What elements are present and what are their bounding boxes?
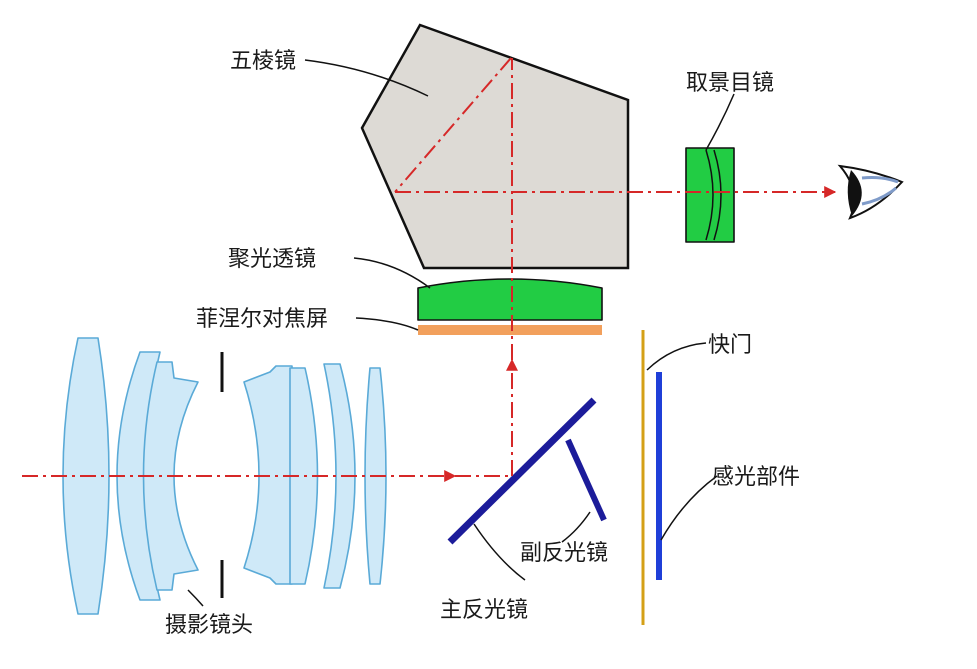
leader-lines — [187, 59, 735, 607]
label-main-mirror: 主反光镜 — [440, 598, 528, 623]
eye-icon — [837, 164, 904, 220]
fresnel-screen — [418, 325, 602, 335]
optical-axis — [22, 58, 837, 482]
main-mirror — [447, 397, 597, 545]
label-eyepiece: 取景目镜 — [686, 71, 774, 96]
eyepiece-lens — [685, 147, 735, 243]
label-sensor: 感光部件 — [712, 465, 800, 490]
sub-mirror — [565, 438, 607, 522]
label-sub-mirror: 副反光镜 — [520, 541, 608, 566]
label-pentaprism: 五棱镜 — [230, 49, 296, 74]
label-shutter: 快门 — [708, 333, 752, 358]
condenser-lens — [417, 278, 603, 321]
label-camera-lens: 摄影镜头 — [165, 613, 253, 638]
pentaprism — [360, 23, 630, 270]
label-condenser-lens: 聚光透镜 — [228, 247, 316, 272]
label-fresnel-screen: 菲涅尔对焦屏 — [196, 307, 328, 332]
pentaprism-reflection-line — [394, 57, 512, 193]
